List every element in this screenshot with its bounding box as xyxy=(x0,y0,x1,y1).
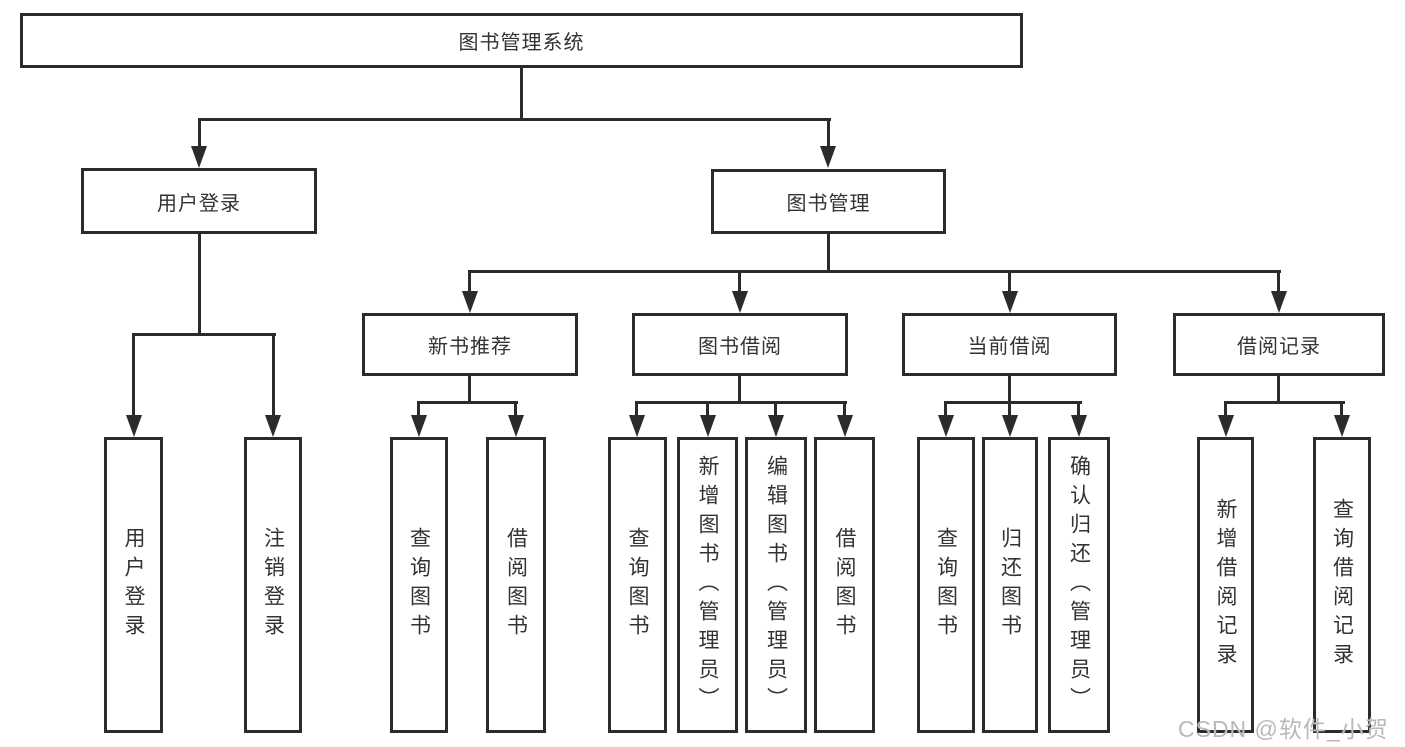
leaf-current-return-books: 归还图书 xyxy=(982,437,1038,733)
connector-line xyxy=(944,401,947,417)
connector-line xyxy=(198,234,201,335)
arrowhead-down xyxy=(1002,415,1018,437)
connector-line xyxy=(827,234,830,272)
connector-line xyxy=(738,270,741,293)
connector-line xyxy=(1340,401,1343,417)
arrowhead-down xyxy=(629,415,645,437)
connector-line xyxy=(468,270,1281,273)
node-borrow-record: 借阅记录 xyxy=(1173,313,1385,376)
arrowhead-down xyxy=(1071,415,1087,437)
node-book-borrow: 图书借阅 xyxy=(632,313,848,376)
connector-line xyxy=(468,376,471,403)
arrowhead-down xyxy=(837,415,853,437)
arrowhead-down xyxy=(768,415,784,437)
csdn-watermark: CSDN @软件_小贺同学 xyxy=(1178,716,1389,742)
connector-line xyxy=(1224,401,1227,417)
connector-line xyxy=(774,401,777,417)
arrowhead-down xyxy=(1002,291,1018,313)
leaf-borrow-query-books: 查询图书 xyxy=(608,437,667,733)
arrowhead-down xyxy=(462,291,478,313)
node-user-login: 用户登录 xyxy=(81,168,317,234)
leaf-borrow-add-book-admin: 新增图书（管理员） xyxy=(677,437,738,733)
connector-line xyxy=(1008,376,1011,403)
leaf-borrow-edit-book-admin: 编辑图书（管理员） xyxy=(745,437,807,733)
node-new-book-recommend: 新书推荐 xyxy=(362,313,578,376)
root-node-library-system: 图书管理系统 xyxy=(20,13,1023,68)
arrowhead-down xyxy=(1218,415,1234,437)
node-book-management: 图书管理 xyxy=(711,169,946,234)
leaf-user-login: 用户登录 xyxy=(104,437,163,733)
arrowhead-down xyxy=(265,415,281,437)
connector-line xyxy=(468,270,471,293)
arrowhead-down xyxy=(938,415,954,437)
connector-line xyxy=(1277,376,1280,403)
leaf-current-confirm-return-admin: 确认归还（管理员） xyxy=(1048,437,1110,733)
connector-line xyxy=(1008,401,1011,417)
arrowhead-down xyxy=(508,415,524,437)
leaf-newbook-query-books: 查询图书 xyxy=(390,437,448,733)
connector-line xyxy=(520,68,523,120)
connector-line xyxy=(1224,401,1345,404)
connector-line xyxy=(417,401,518,404)
leaf-record-add-borrow-record: 新增借阅记录 xyxy=(1197,437,1254,733)
leaf-borrow-borrow-books: 借阅图书 xyxy=(814,437,875,733)
node-current-borrow: 当前借阅 xyxy=(902,313,1117,376)
leaf-current-query-books: 查询图书 xyxy=(917,437,975,733)
connector-line xyxy=(1277,270,1280,293)
connector-line xyxy=(132,333,135,415)
leaf-newbook-borrow-books: 借阅图书 xyxy=(486,437,546,733)
connector-line xyxy=(635,401,847,404)
arrowhead-down xyxy=(126,415,142,437)
connector-line xyxy=(706,401,709,417)
connector-line xyxy=(132,333,276,336)
connector-line xyxy=(827,118,830,148)
connector-line xyxy=(635,401,638,417)
connector-line xyxy=(198,118,201,148)
arrowhead-down xyxy=(700,415,716,437)
connector-line xyxy=(198,118,831,121)
arrowhead-down xyxy=(191,146,207,168)
arrowhead-down xyxy=(1334,415,1350,437)
connector-line xyxy=(272,333,275,415)
arrowhead-down xyxy=(411,415,427,437)
leaf-record-query-borrow-record: 查询借阅记录 xyxy=(1313,437,1371,733)
connector-line xyxy=(843,401,846,417)
connector-line xyxy=(738,376,741,403)
connector-line xyxy=(944,401,1082,404)
arrowhead-down xyxy=(820,146,836,168)
connector-line xyxy=(417,401,420,417)
connector-line xyxy=(1008,270,1011,293)
arrowhead-down xyxy=(732,291,748,313)
connector-line xyxy=(514,401,517,417)
leaf-logout: 注销登录 xyxy=(244,437,302,733)
connector-line xyxy=(1077,401,1080,417)
arrowhead-down xyxy=(1271,291,1287,313)
